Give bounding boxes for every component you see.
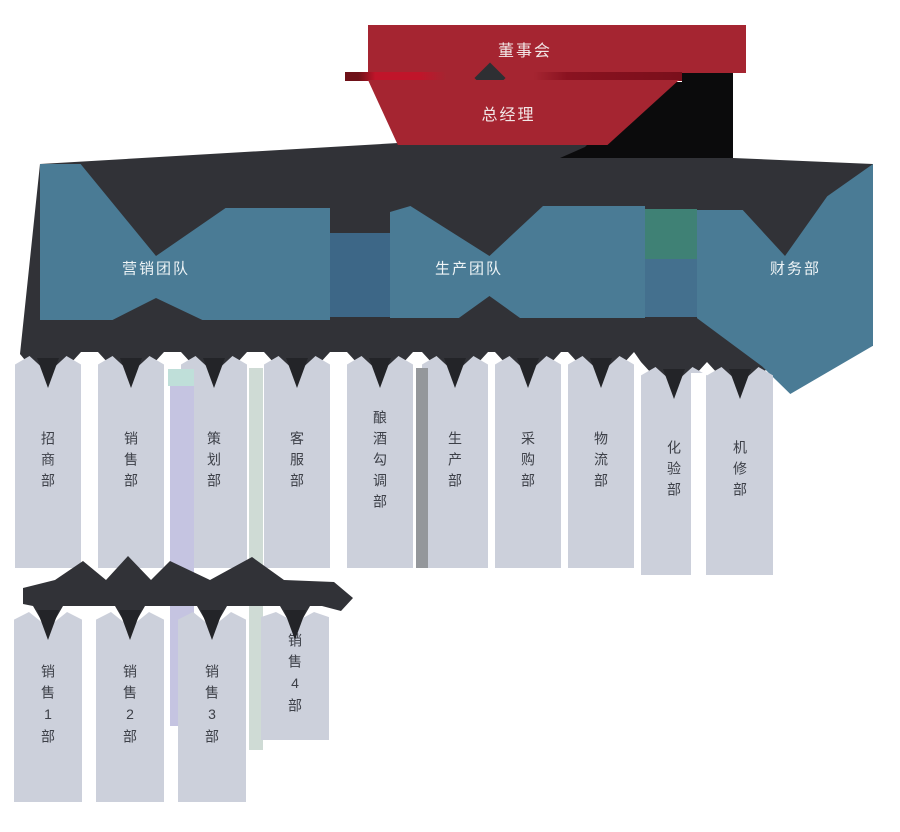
sales-sub-box-2: 销售2部 (96, 612, 164, 802)
dept-lab-label: 化验部 (666, 439, 682, 503)
arrow-down-icon (663, 369, 685, 399)
arrow-down-icon (37, 610, 59, 640)
dept-box-customer-service: 客服部 (264, 356, 330, 568)
dept-logistics-label: 物流部 (593, 430, 609, 494)
team-marketing-label: 营销团队 (121, 260, 190, 278)
dept-sales-label: 销售部 (123, 430, 139, 494)
sales-sub-box-1: 销售1部 (14, 612, 82, 802)
sales-sub-3-label: 销售3部 (204, 664, 220, 750)
arrow-down-icon (120, 358, 142, 388)
arrow-down-icon (284, 610, 306, 640)
red-divider (345, 72, 682, 81)
team-production-label: 生产团队 (435, 260, 504, 278)
dept-production-label: 生产部 (447, 430, 463, 494)
general-manager-label: 总经理 (481, 106, 536, 124)
arrow-down-icon (201, 610, 223, 640)
arrow-down-icon (517, 358, 539, 388)
arrow-down-icon (286, 358, 308, 388)
dept-box-sales: 销售部 (98, 356, 164, 568)
arrow-down-icon (444, 358, 466, 388)
dept-investment-label: 招商部 (40, 430, 56, 494)
team-box-finance: 财务部 (697, 164, 873, 394)
arrow-down-icon (590, 358, 612, 388)
board-label: 董事会 (497, 43, 552, 60)
sales-sub-1-label: 销售1部 (40, 664, 56, 750)
dept-box-blending: 酿酒勾调部 (347, 356, 413, 568)
sales-sub-box-3: 销售3部 (178, 612, 246, 802)
arrow-down-icon (119, 610, 141, 640)
tint-strip-green (249, 368, 263, 750)
dept-customer-service-label: 客服部 (289, 430, 305, 494)
team-finance-label: 财务部 (770, 260, 822, 277)
team-box-production: 生产团队 (390, 206, 645, 318)
sales-sub-4-label: 销售4部 (287, 633, 303, 719)
dept-box-logistics: 物流部 (568, 356, 634, 568)
arrow-down-icon (203, 358, 225, 388)
dept-planning-label: 策划部 (206, 430, 222, 494)
gap-white (691, 373, 706, 575)
dept-maintenance-label: 机修部 (732, 439, 748, 503)
dept-box-investment: 招商部 (15, 356, 81, 568)
dept-purchasing-label: 采购部 (520, 430, 536, 494)
arrow-down-icon (37, 358, 59, 388)
bridge-patch-1 (330, 233, 392, 317)
dept-blending-label: 酿酒勾调部 (372, 409, 388, 515)
tint-strip-gray (416, 368, 428, 568)
dept-box-maintenance: 机修部 (707, 367, 773, 575)
tint-strip-teal-cap (168, 369, 194, 386)
arrow-down-icon (369, 358, 391, 388)
arrow-down-icon (729, 369, 751, 399)
dept-box-production: 生产部 (422, 356, 488, 568)
dept-box-purchasing: 采购部 (495, 356, 561, 568)
sales-sub-2-label: 销售2部 (122, 664, 138, 750)
board-box: 董事会 (368, 25, 746, 73)
team-box-marketing: 营销团队 (40, 164, 330, 320)
bridge-patch-2 (640, 259, 697, 317)
general-manager-box: 总经理 (368, 80, 679, 145)
bridge-patch-teal (643, 209, 697, 259)
